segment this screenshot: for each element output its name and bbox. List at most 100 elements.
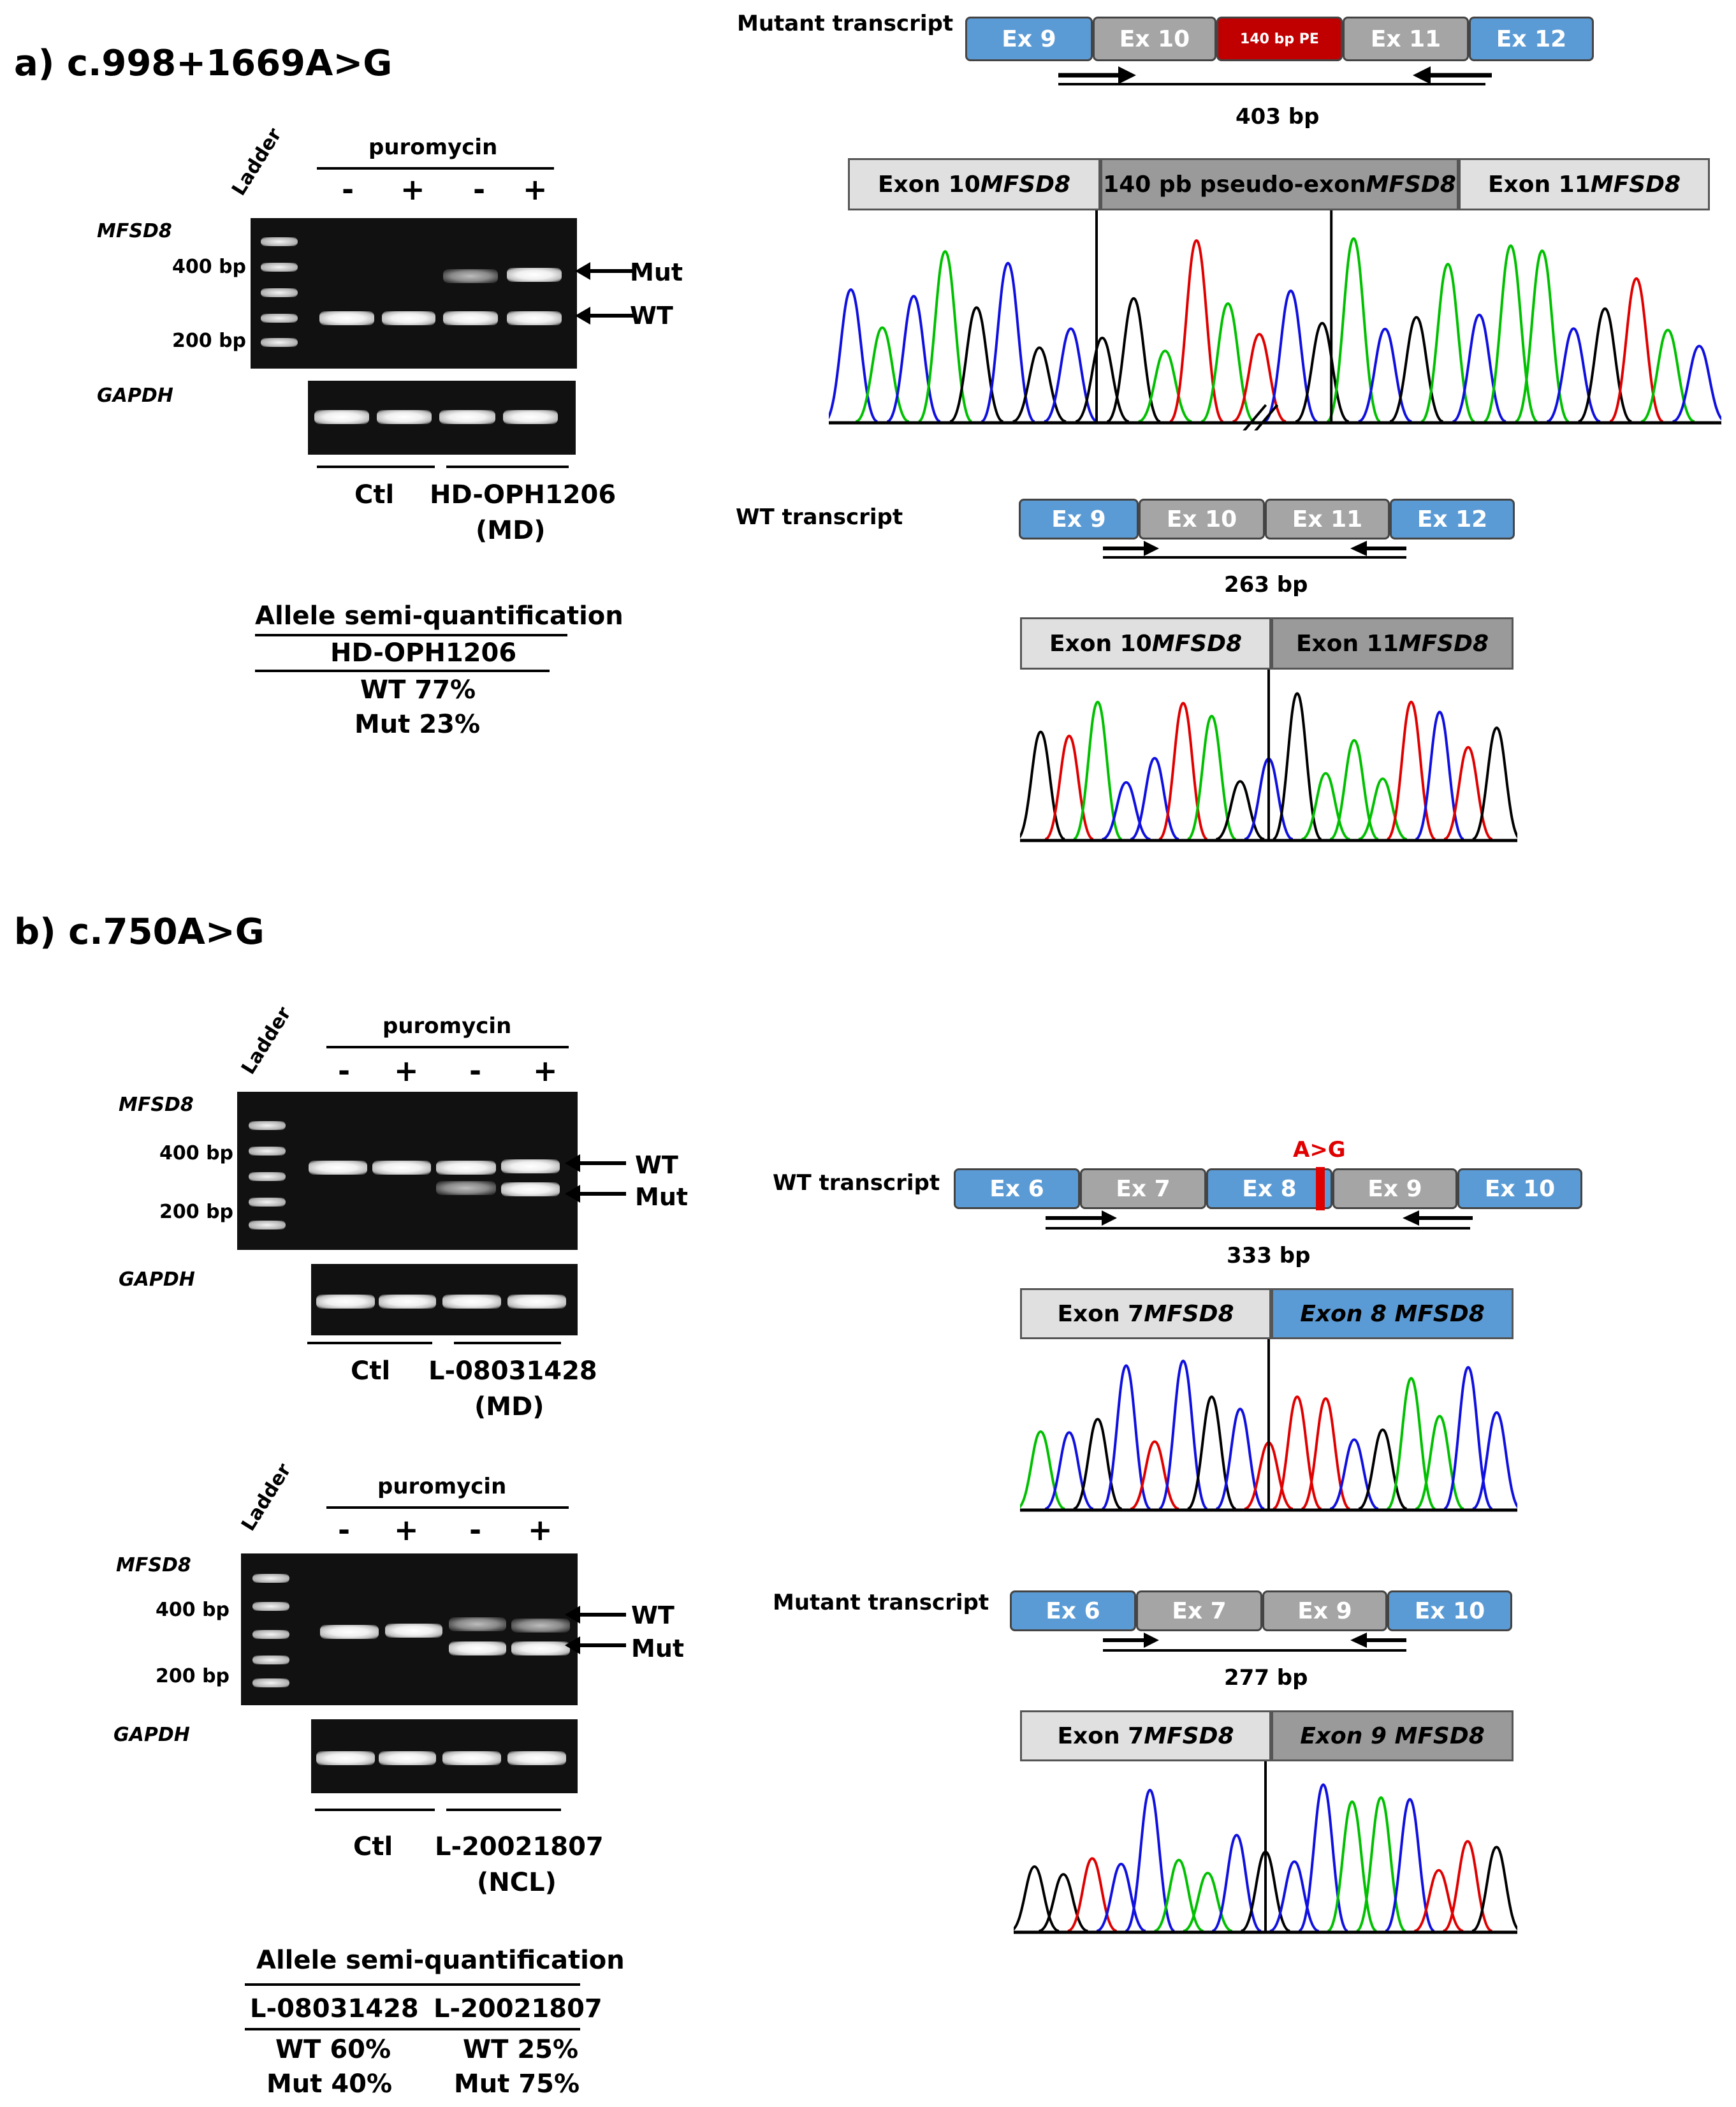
gapdh-band — [507, 1751, 566, 1765]
gapdh-band — [439, 410, 495, 424]
seq-header: Exon 10 MFSD8 — [848, 158, 1100, 210]
wt-band — [507, 311, 562, 325]
gapdh-band — [314, 410, 369, 424]
ladder-band — [249, 1221, 286, 1230]
gapdh-label: GAPDH — [119, 1268, 195, 1291]
exon-box: Ex 12 — [1469, 17, 1594, 61]
exon-box: Ex 11 — [1343, 17, 1469, 61]
exon-box: Ex 10 — [1139, 499, 1265, 540]
wt-band — [443, 311, 498, 325]
mut-band — [436, 1181, 496, 1195]
bp400-label: 400 bp — [156, 1599, 230, 1621]
exon-box: Ex 11 — [1265, 499, 1390, 540]
wt-band-label: WT — [630, 302, 673, 330]
trace-peak — [1415, 1414, 1465, 1510]
seq-header-text: Exon 7 — [1057, 1300, 1144, 1327]
wt-band — [501, 1159, 560, 1173]
trace-peak — [1038, 1873, 1089, 1932]
sample-label: HD-OPH1206 — [430, 480, 616, 510]
gapdh-band — [316, 1295, 375, 1309]
bp200-label: 200 bp — [156, 1665, 230, 1687]
wt-band — [511, 1619, 570, 1633]
exon-box: Ex 9 — [1262, 1590, 1387, 1631]
mut-arrow-icon — [575, 262, 636, 325]
exon-box: Ex 10 — [1387, 1590, 1512, 1631]
trace-peak — [1358, 1428, 1408, 1510]
seq-header: Exon 11 MFSD8 — [1271, 617, 1514, 670]
semi-quant-title: Allele semi-quantification — [255, 601, 624, 631]
gene-label: MFSD8 — [116, 1554, 191, 1576]
lane-label: - — [469, 1054, 482, 1088]
trace-peak — [1014, 1865, 1060, 1932]
amplicon-size: 277 bp — [1224, 1665, 1308, 1691]
gene-italic: MFSD8 — [980, 171, 1071, 198]
seq-header-text: Exon 10 — [1049, 630, 1152, 657]
trace-peak — [1137, 349, 1193, 423]
trace-peak — [1075, 336, 1130, 423]
trace-peak — [1101, 1364, 1151, 1510]
band-arrow-icon — [565, 1154, 626, 1203]
trace-peak — [1215, 780, 1265, 841]
gapdh-gel — [308, 381, 576, 455]
lane-label: - — [473, 172, 486, 207]
trace-peak — [981, 261, 1035, 423]
wt-band-label: WT — [631, 1601, 675, 1629]
trace-peak — [1384, 1798, 1435, 1932]
trace-peak — [1471, 1846, 1517, 1932]
seq-header: 140 pb pseudo-exon MFSD8 — [1100, 158, 1459, 210]
mut-band — [501, 1182, 560, 1196]
mutant-transcript-label: Mutant transcript — [737, 11, 954, 36]
wt-band — [319, 311, 374, 325]
exon-box: Ex 7 — [1080, 1168, 1206, 1209]
trace-peak — [1096, 1862, 1146, 1932]
wt-band — [320, 1625, 379, 1639]
ladder-band — [249, 1121, 286, 1130]
mut-band — [443, 269, 498, 283]
puromycin-line — [326, 1046, 569, 1048]
gapdh-band — [507, 1295, 566, 1309]
seq-header-text: Exon 10 — [877, 171, 981, 198]
trace-peak — [1386, 700, 1436, 841]
seq-header: Exon 8 MFSD8 — [1271, 1288, 1514, 1339]
primer-arrows-icon — [1058, 66, 1492, 85]
trace-peak — [1329, 738, 1380, 841]
sample-line — [446, 1809, 561, 1811]
variant-label: A>G — [1293, 1137, 1346, 1163]
trace-peak — [1232, 333, 1287, 423]
sample-note: (MD) — [476, 516, 546, 545]
trace-peak — [1012, 346, 1067, 423]
trace-peak — [1101, 781, 1151, 841]
wt-transcript-label: WT transcript — [773, 1170, 940, 1196]
ladder-band — [252, 1630, 289, 1639]
mut-band-label: Mut — [635, 1183, 689, 1211]
sample-label: L-08031428 — [428, 1356, 597, 1386]
trace-peak — [1546, 327, 1601, 423]
lane-label: + — [528, 1513, 553, 1547]
mfsd8-gel — [241, 1553, 578, 1705]
mut-band — [511, 1641, 570, 1656]
exon-box: Ex 9 — [1332, 1168, 1457, 1209]
chromatogram — [1020, 670, 1517, 842]
ladder-label: Ladder — [237, 1002, 296, 1079]
seq-header: Exon 7 MFSD8 — [1020, 1288, 1271, 1339]
seq-header-text: 140 pb pseudo-exon — [1103, 171, 1366, 198]
wt-band — [449, 1617, 506, 1631]
ladder-band — [261, 338, 298, 347]
seq-header: Exon 9 MFSD8 — [1271, 1710, 1514, 1761]
puromycin-line — [317, 167, 554, 170]
puromycin-label: puromycin — [383, 1013, 512, 1039]
mutant-transcript-label: Mutant transcript — [773, 1590, 989, 1615]
exon-box: Ex 7 — [1136, 1590, 1262, 1631]
trace-peak — [1072, 700, 1123, 841]
exon-box: Ex 6 — [1010, 1590, 1136, 1631]
gapdh-label: GAPDH — [97, 385, 173, 407]
trace-peak — [1443, 1366, 1493, 1510]
trace-peak — [1169, 239, 1224, 423]
gapdh-band — [377, 410, 432, 424]
trace-peak — [1125, 1788, 1176, 1932]
semi-line — [255, 670, 550, 672]
lane-label: - — [342, 172, 354, 207]
lane-label: - — [338, 1054, 351, 1088]
ctl-line — [317, 466, 435, 468]
trace-peak — [1186, 714, 1237, 841]
